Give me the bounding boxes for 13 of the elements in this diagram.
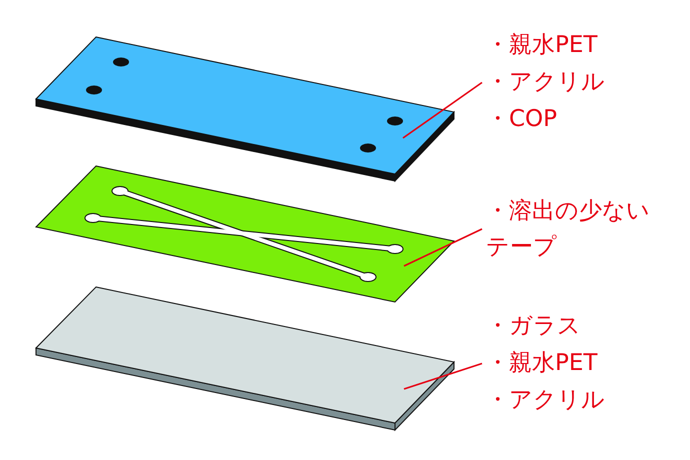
material-label: ・アクリル (486, 386, 605, 415)
material-label: ・ガラス (486, 312, 582, 341)
material-label: ・親水PET (486, 349, 598, 378)
material-label: ・親水PET (486, 31, 598, 60)
leader-line (402, 82, 482, 139)
plate-drawing (35, 36, 455, 182)
plate-drawing (35, 165, 455, 303)
material-label: ・溶出の少ないテープ (486, 197, 651, 262)
plate-drawing (35, 286, 455, 432)
leader-line (404, 362, 482, 390)
leader-line (404, 228, 482, 267)
material-label: ・アクリル (486, 68, 605, 97)
material-label: ・COP (486, 105, 558, 134)
